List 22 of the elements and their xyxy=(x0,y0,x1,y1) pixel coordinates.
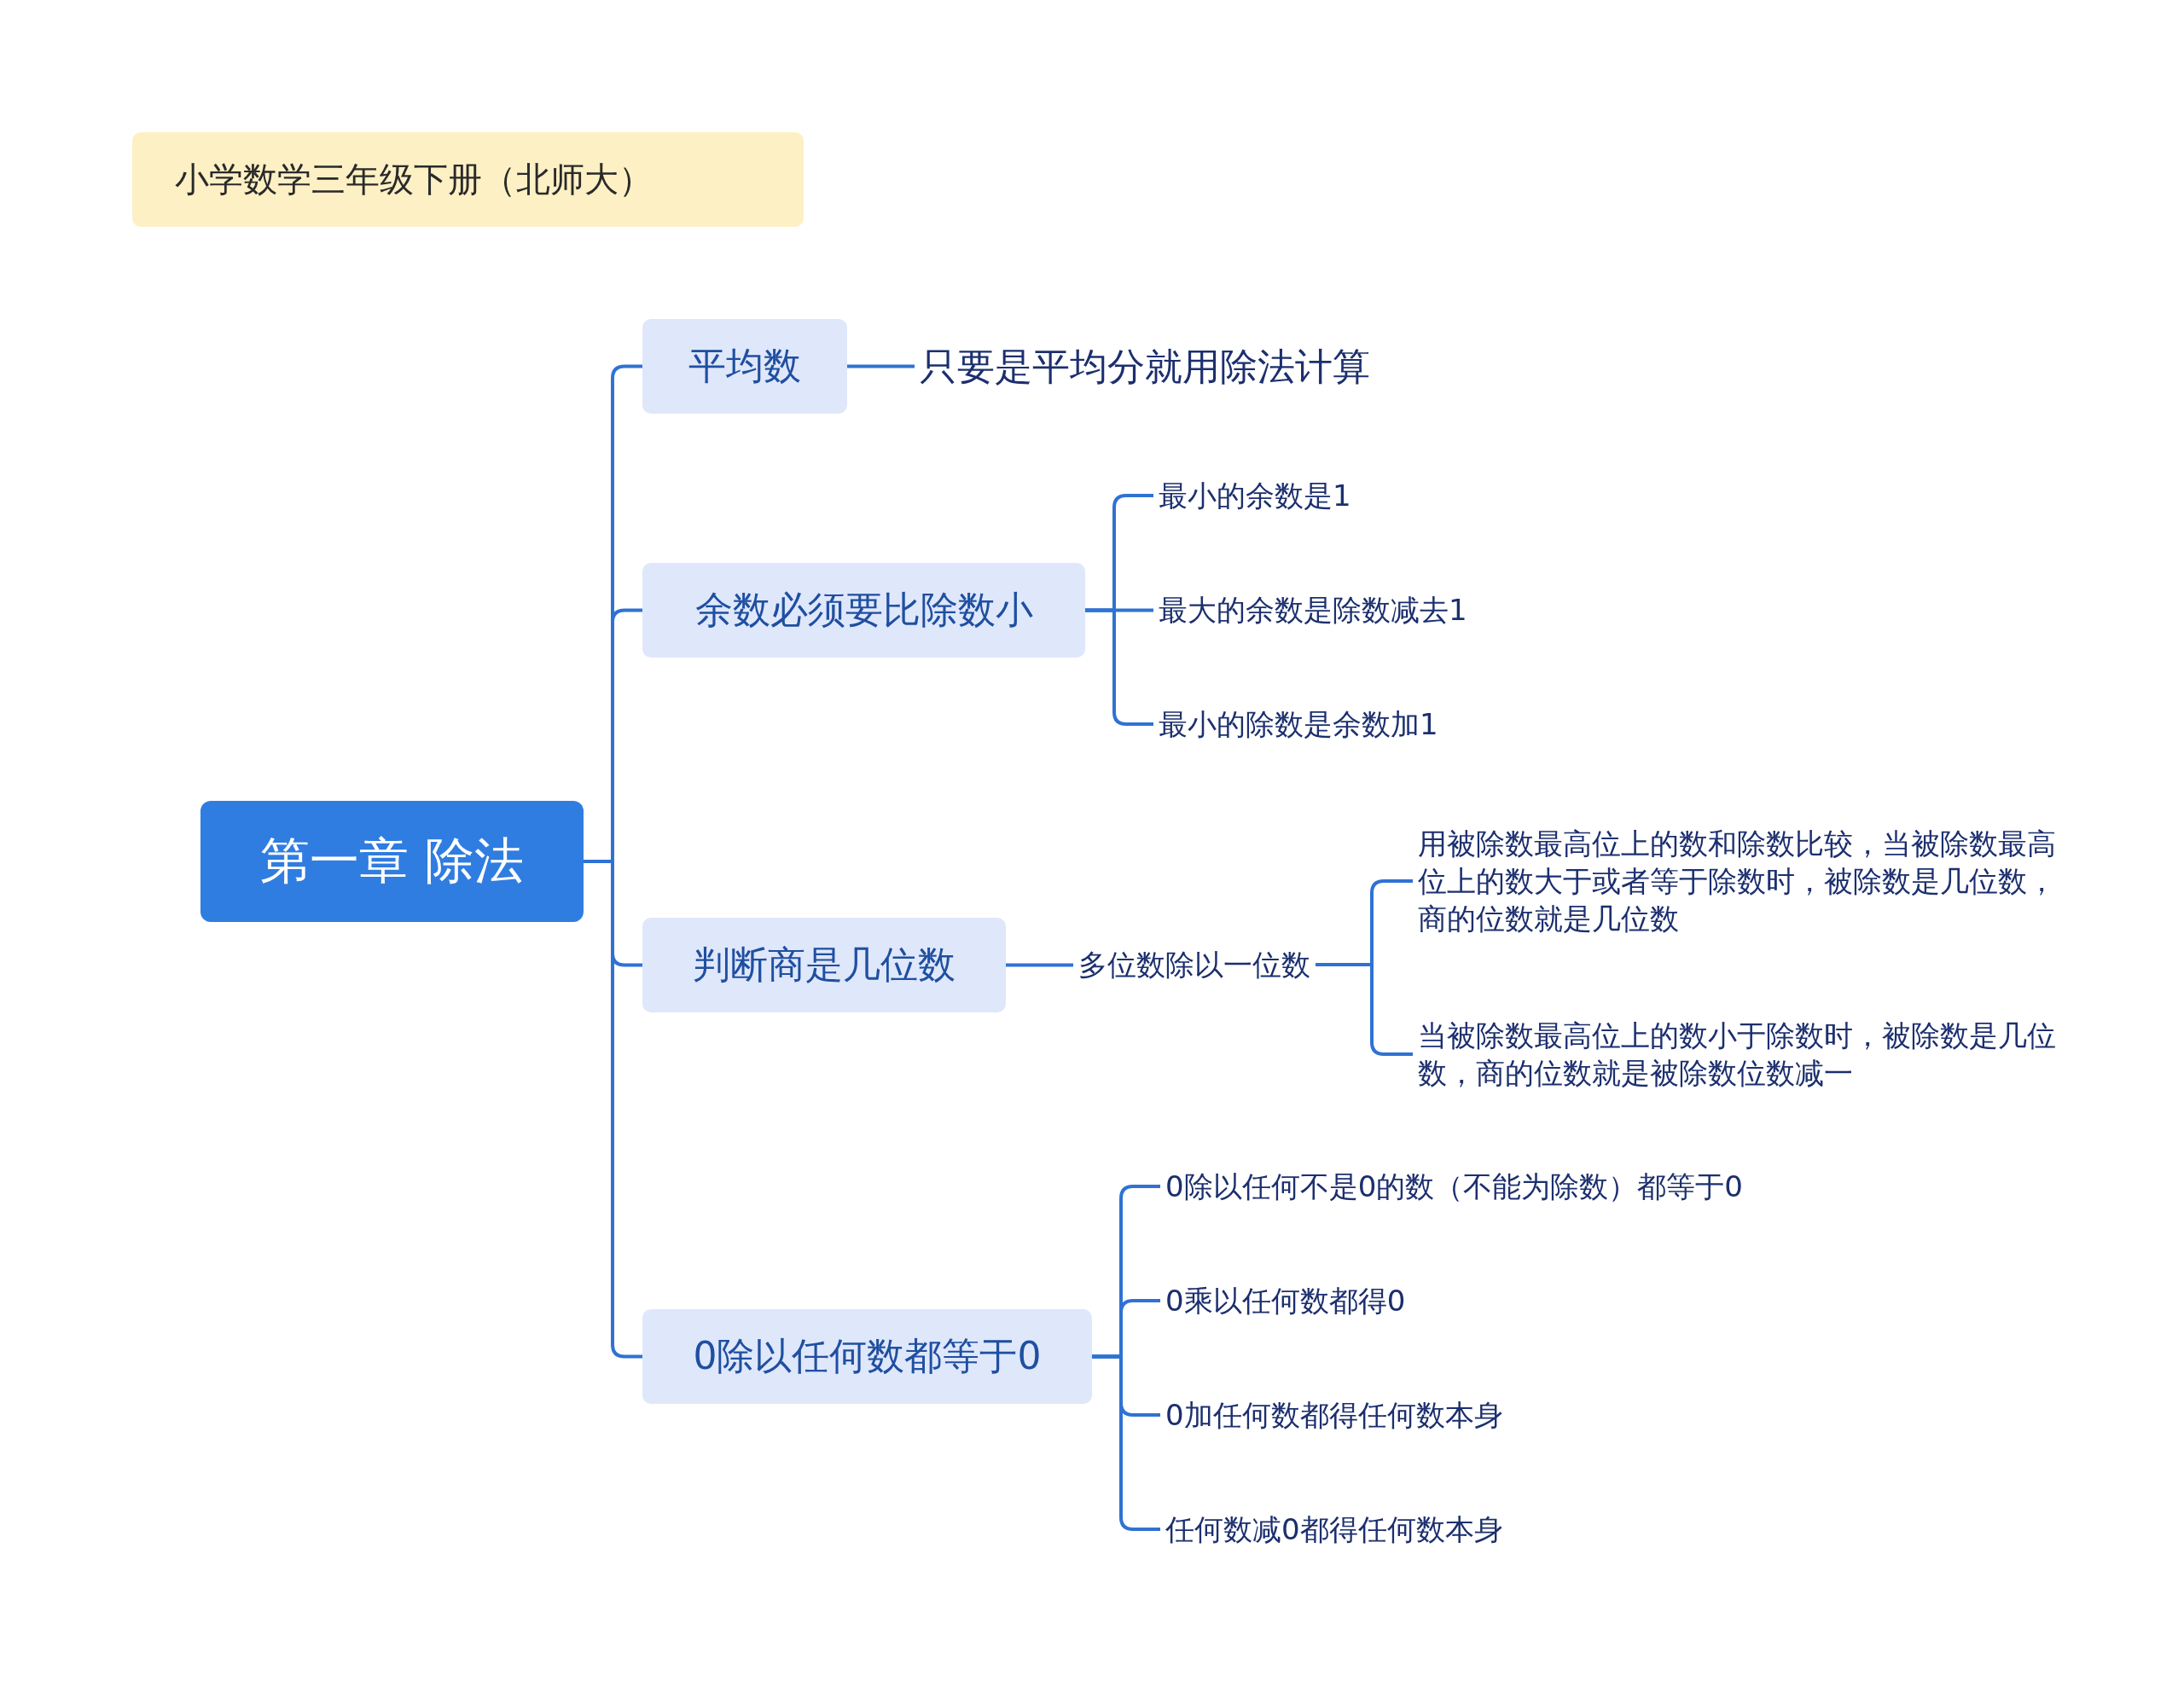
connector-line xyxy=(1085,608,1153,726)
topic-text: 只要是平均分就用除法计算 xyxy=(915,339,1375,395)
topic-box: 余数必须要比除数小 xyxy=(642,563,1085,658)
topic-box: 0除以任何数都等于0 xyxy=(642,1309,1092,1404)
topic-text: 多位数除以一位数 xyxy=(1073,942,1316,988)
topic-text: 0除以任何不是0的数（不能为除数）都等于0 xyxy=(1160,1163,1748,1209)
connector-line xyxy=(847,364,915,368)
topic-box: 判断商是几位数 xyxy=(642,918,1006,1012)
topic-text: 最小的余数是1 xyxy=(1153,473,1356,519)
root-topic-box: 第一章 除法 xyxy=(200,801,584,922)
topic-box: 平均数 xyxy=(642,319,847,414)
connector-line xyxy=(1316,963,1413,1056)
topic-text: 用被除数最高位上的数和除数比较，当被除数最高位上的数大于或者等于除数时，被除数是几位数，商的位数就是几位数 xyxy=(1413,820,2061,942)
connector-line xyxy=(1092,1354,1160,1531)
connector-line xyxy=(1006,963,1073,967)
topic-text: 最小的除数是余数加1 xyxy=(1153,701,1443,747)
topic-text: 任何数减0都得任何数本身 xyxy=(1160,1506,1508,1552)
topic-text: 0加任何数都得任何数本身 xyxy=(1160,1392,1508,1438)
topic-text: 当被除数最高位上的数小于除数时，被除数是几位数，商的位数就是被除数位数减一 xyxy=(1413,1012,2061,1096)
topic-text: 最大的余数是除数减去1 xyxy=(1153,587,1472,633)
topic-text: 0乘以任何数都得0 xyxy=(1160,1278,1411,1324)
tag-box: 小学数学三年级下册（北师大） xyxy=(132,132,804,227)
